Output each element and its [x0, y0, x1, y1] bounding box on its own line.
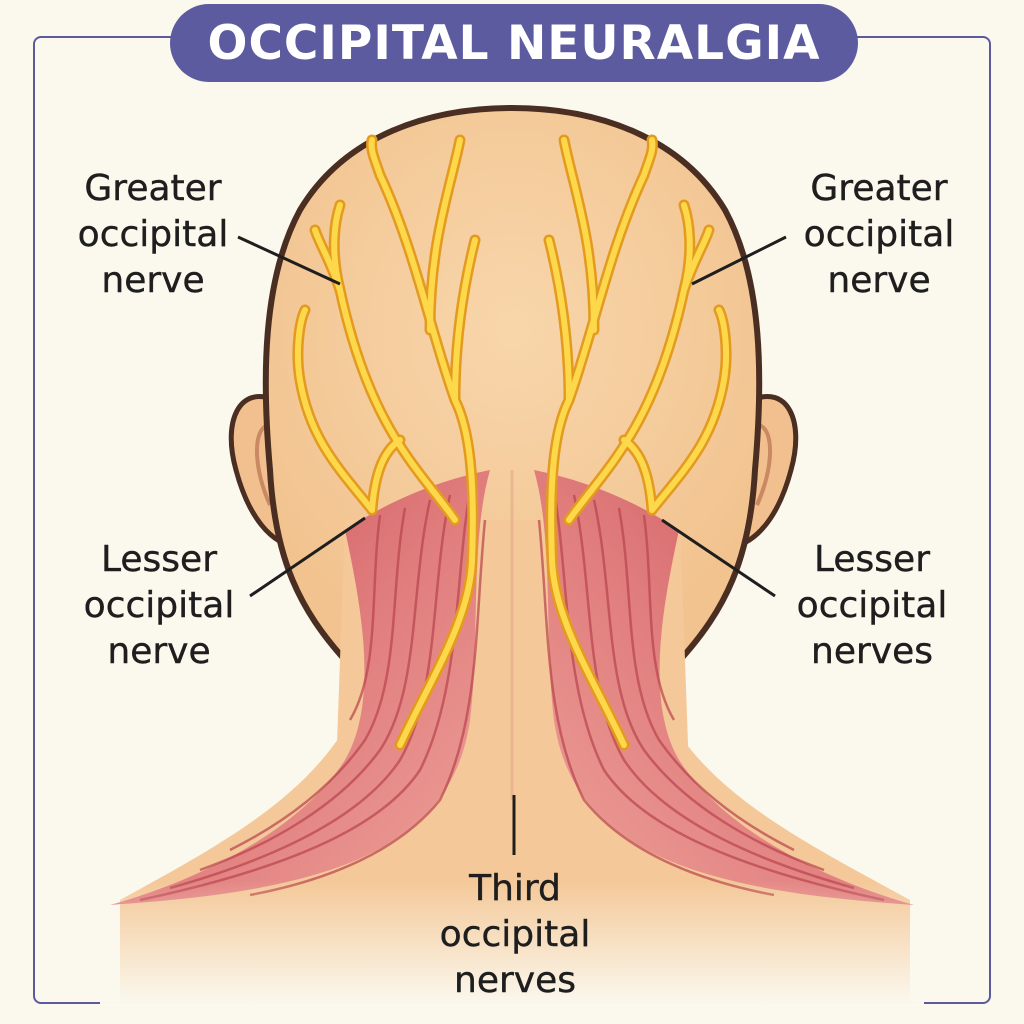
label-line: occipital [77, 214, 229, 255]
label-line: nerve [101, 260, 205, 301]
label-lesser-occipital-left: Lesser occipital nerve [64, 537, 254, 675]
title-banner: OCCIPITAL NEURALGIA [170, 4, 858, 82]
label-line: Lesser [813, 539, 931, 580]
label-lesser-occipital-right: Lesser occipital nerves [772, 537, 972, 675]
label-greater-occipital-left: Greater occipital nerve [58, 166, 248, 304]
leader-greater-right [691, 235, 787, 286]
muscle-fibres [139, 489, 885, 902]
left-neck-muscle [110, 470, 490, 905]
bottom-fade [100, 880, 924, 1004]
label-line: nerves [454, 960, 576, 1001]
leader-lines [237, 235, 787, 855]
leader-greater-left [237, 235, 341, 286]
label-line: occipital [803, 214, 955, 255]
label-line: nerves [811, 631, 933, 672]
page-title: OCCIPITAL NEURALGIA [207, 15, 821, 71]
right-ear-inner [755, 423, 772, 506]
label-line: Greater [84, 168, 222, 209]
label-line: nerve [827, 260, 931, 301]
left-ear-inner [255, 423, 272, 506]
label-line: occipital [796, 585, 948, 626]
label-third-occipital: Third occipital nerves [420, 866, 610, 1004]
label-line: Third [469, 868, 561, 909]
label-line: occipital [439, 914, 591, 955]
label-line: occipital [83, 585, 235, 626]
label-greater-occipital-right: Greater occipital nerve [784, 166, 974, 304]
nerves [292, 134, 732, 751]
label-line: Lesser [100, 539, 218, 580]
label-line: Greater [810, 168, 948, 209]
leader-lesser-right [661, 518, 776, 598]
label-line: nerve [107, 631, 211, 672]
leader-lesser-left [249, 516, 366, 598]
right-neck-muscle [534, 470, 914, 905]
